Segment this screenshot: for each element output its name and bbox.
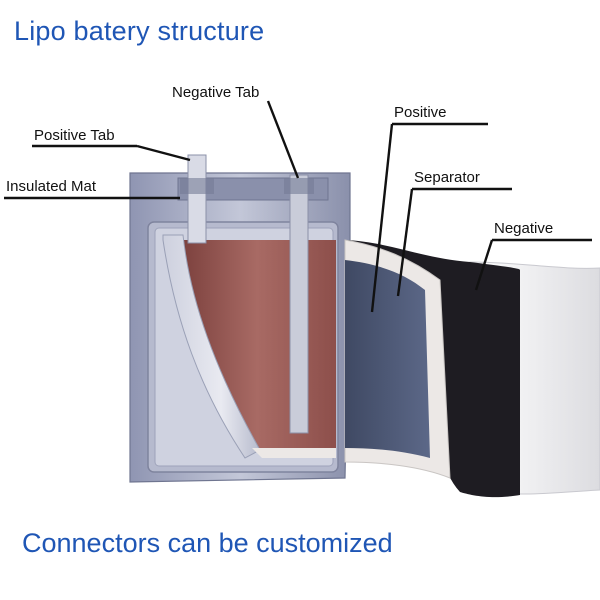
label-positive-tab: Positive Tab: [34, 127, 115, 144]
leader-positive-diag: [370, 123, 394, 313]
positive-layer: [345, 260, 430, 458]
inner-bottom-edge: [252, 448, 336, 458]
label-separator: Separator: [414, 169, 480, 186]
diagram-title: Lipo batery structure: [14, 16, 265, 46]
positive-tab: [180, 154, 214, 244]
curved-foil: [162, 234, 261, 459]
label-negative: Negative: [494, 220, 553, 237]
leader-separator-diag: [396, 188, 414, 297]
label-positive: Positive: [394, 104, 447, 121]
leader-negative-tab: [266, 100, 300, 179]
leader-negative-diag: [474, 239, 494, 291]
leader-positive-tab-diag: [136, 144, 191, 162]
footer-note: Connectors can be customized: [22, 528, 393, 558]
label-negative-tab: Negative Tab: [172, 84, 259, 101]
label-insulated-mat: Insulated Mat: [6, 178, 97, 195]
negative-tab: [284, 174, 314, 434]
